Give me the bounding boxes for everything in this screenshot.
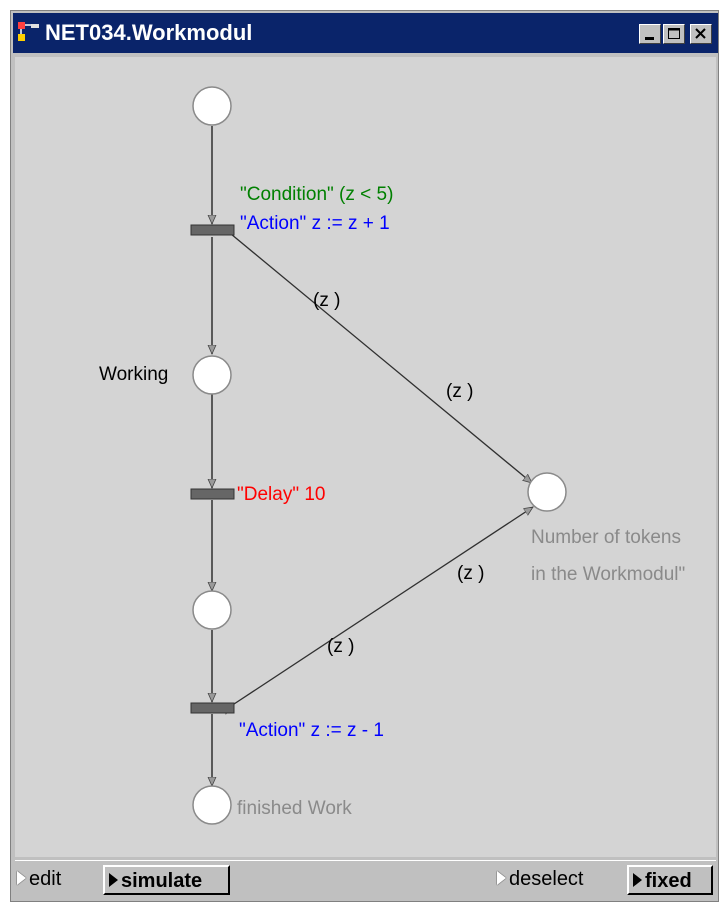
place-middle[interactable] [192, 590, 232, 630]
fixed-label: fixed [645, 870, 692, 892]
minimize-button[interactable] [639, 24, 661, 44]
transition-2[interactable] [190, 488, 235, 500]
place-counter-label-line1: Number of tokens [531, 527, 681, 548]
deselect-button[interactable]: deselect [497, 865, 584, 895]
transition-3-action: "Action" z := z - 1 [239, 720, 384, 741]
close-icon [695, 28, 706, 39]
maximize-button[interactable] [663, 24, 685, 44]
arc-label-t1-near-counter: (z ) [446, 381, 473, 402]
transition-2-delay: "Delay" 10 [237, 484, 325, 505]
simulate-mode-button[interactable]: simulate [103, 865, 230, 895]
arc-label-t1-near-t1: (z ) [313, 290, 340, 311]
place-counter-label-line2: in the Workmodul" [531, 564, 685, 585]
transition-1-action: "Action" z := z + 1 [240, 213, 390, 234]
app-window: NET034.Workmodul [10, 10, 719, 902]
simulate-label: simulate [121, 870, 203, 892]
transition-3[interactable] [190, 702, 235, 714]
close-button[interactable] [690, 24, 712, 44]
fixed-mode-button[interactable]: fixed [627, 865, 713, 895]
deselect-label: deselect [509, 868, 584, 890]
arc-label-t3-near-counter: (z ) [457, 563, 484, 584]
edit-label: edit [29, 868, 62, 890]
place-working-label: Working [99, 364, 168, 385]
play-arrow-icon [633, 872, 642, 887]
transition-1[interactable] [190, 224, 235, 236]
maximize-icon [668, 28, 680, 39]
title-bar[interactable]: NET034.Workmodul [13, 13, 718, 53]
place-finished[interactable] [192, 785, 232, 825]
arc-label-t3-near-t3: (z ) [327, 636, 354, 657]
place-working[interactable] [192, 355, 232, 395]
window-title: NET034.Workmodul [45, 20, 253, 45]
mode-toolbar: edit simulate deselect fixed [15, 860, 716, 901]
transition-1-condition: "Condition" (z < 5) [240, 184, 393, 205]
play-arrow-icon [497, 870, 506, 885]
place-counter[interactable] [527, 472, 567, 512]
play-arrow-icon [17, 870, 26, 885]
petri-net-canvas[interactable]: "Condition" (z < 5) "Action" z := z + 1 … [15, 57, 716, 857]
place-finished-label: finished Work [237, 798, 352, 819]
place-start[interactable] [192, 86, 232, 126]
arc-t1-counter-bidirectional[interactable] [231, 234, 532, 483]
play-arrow-icon [109, 872, 118, 887]
edit-mode-button[interactable]: edit [17, 865, 61, 895]
arc-t3-counter-bidirectional[interactable] [231, 506, 533, 706]
app-net-icon [18, 22, 39, 41]
minimize-icon [645, 37, 654, 40]
